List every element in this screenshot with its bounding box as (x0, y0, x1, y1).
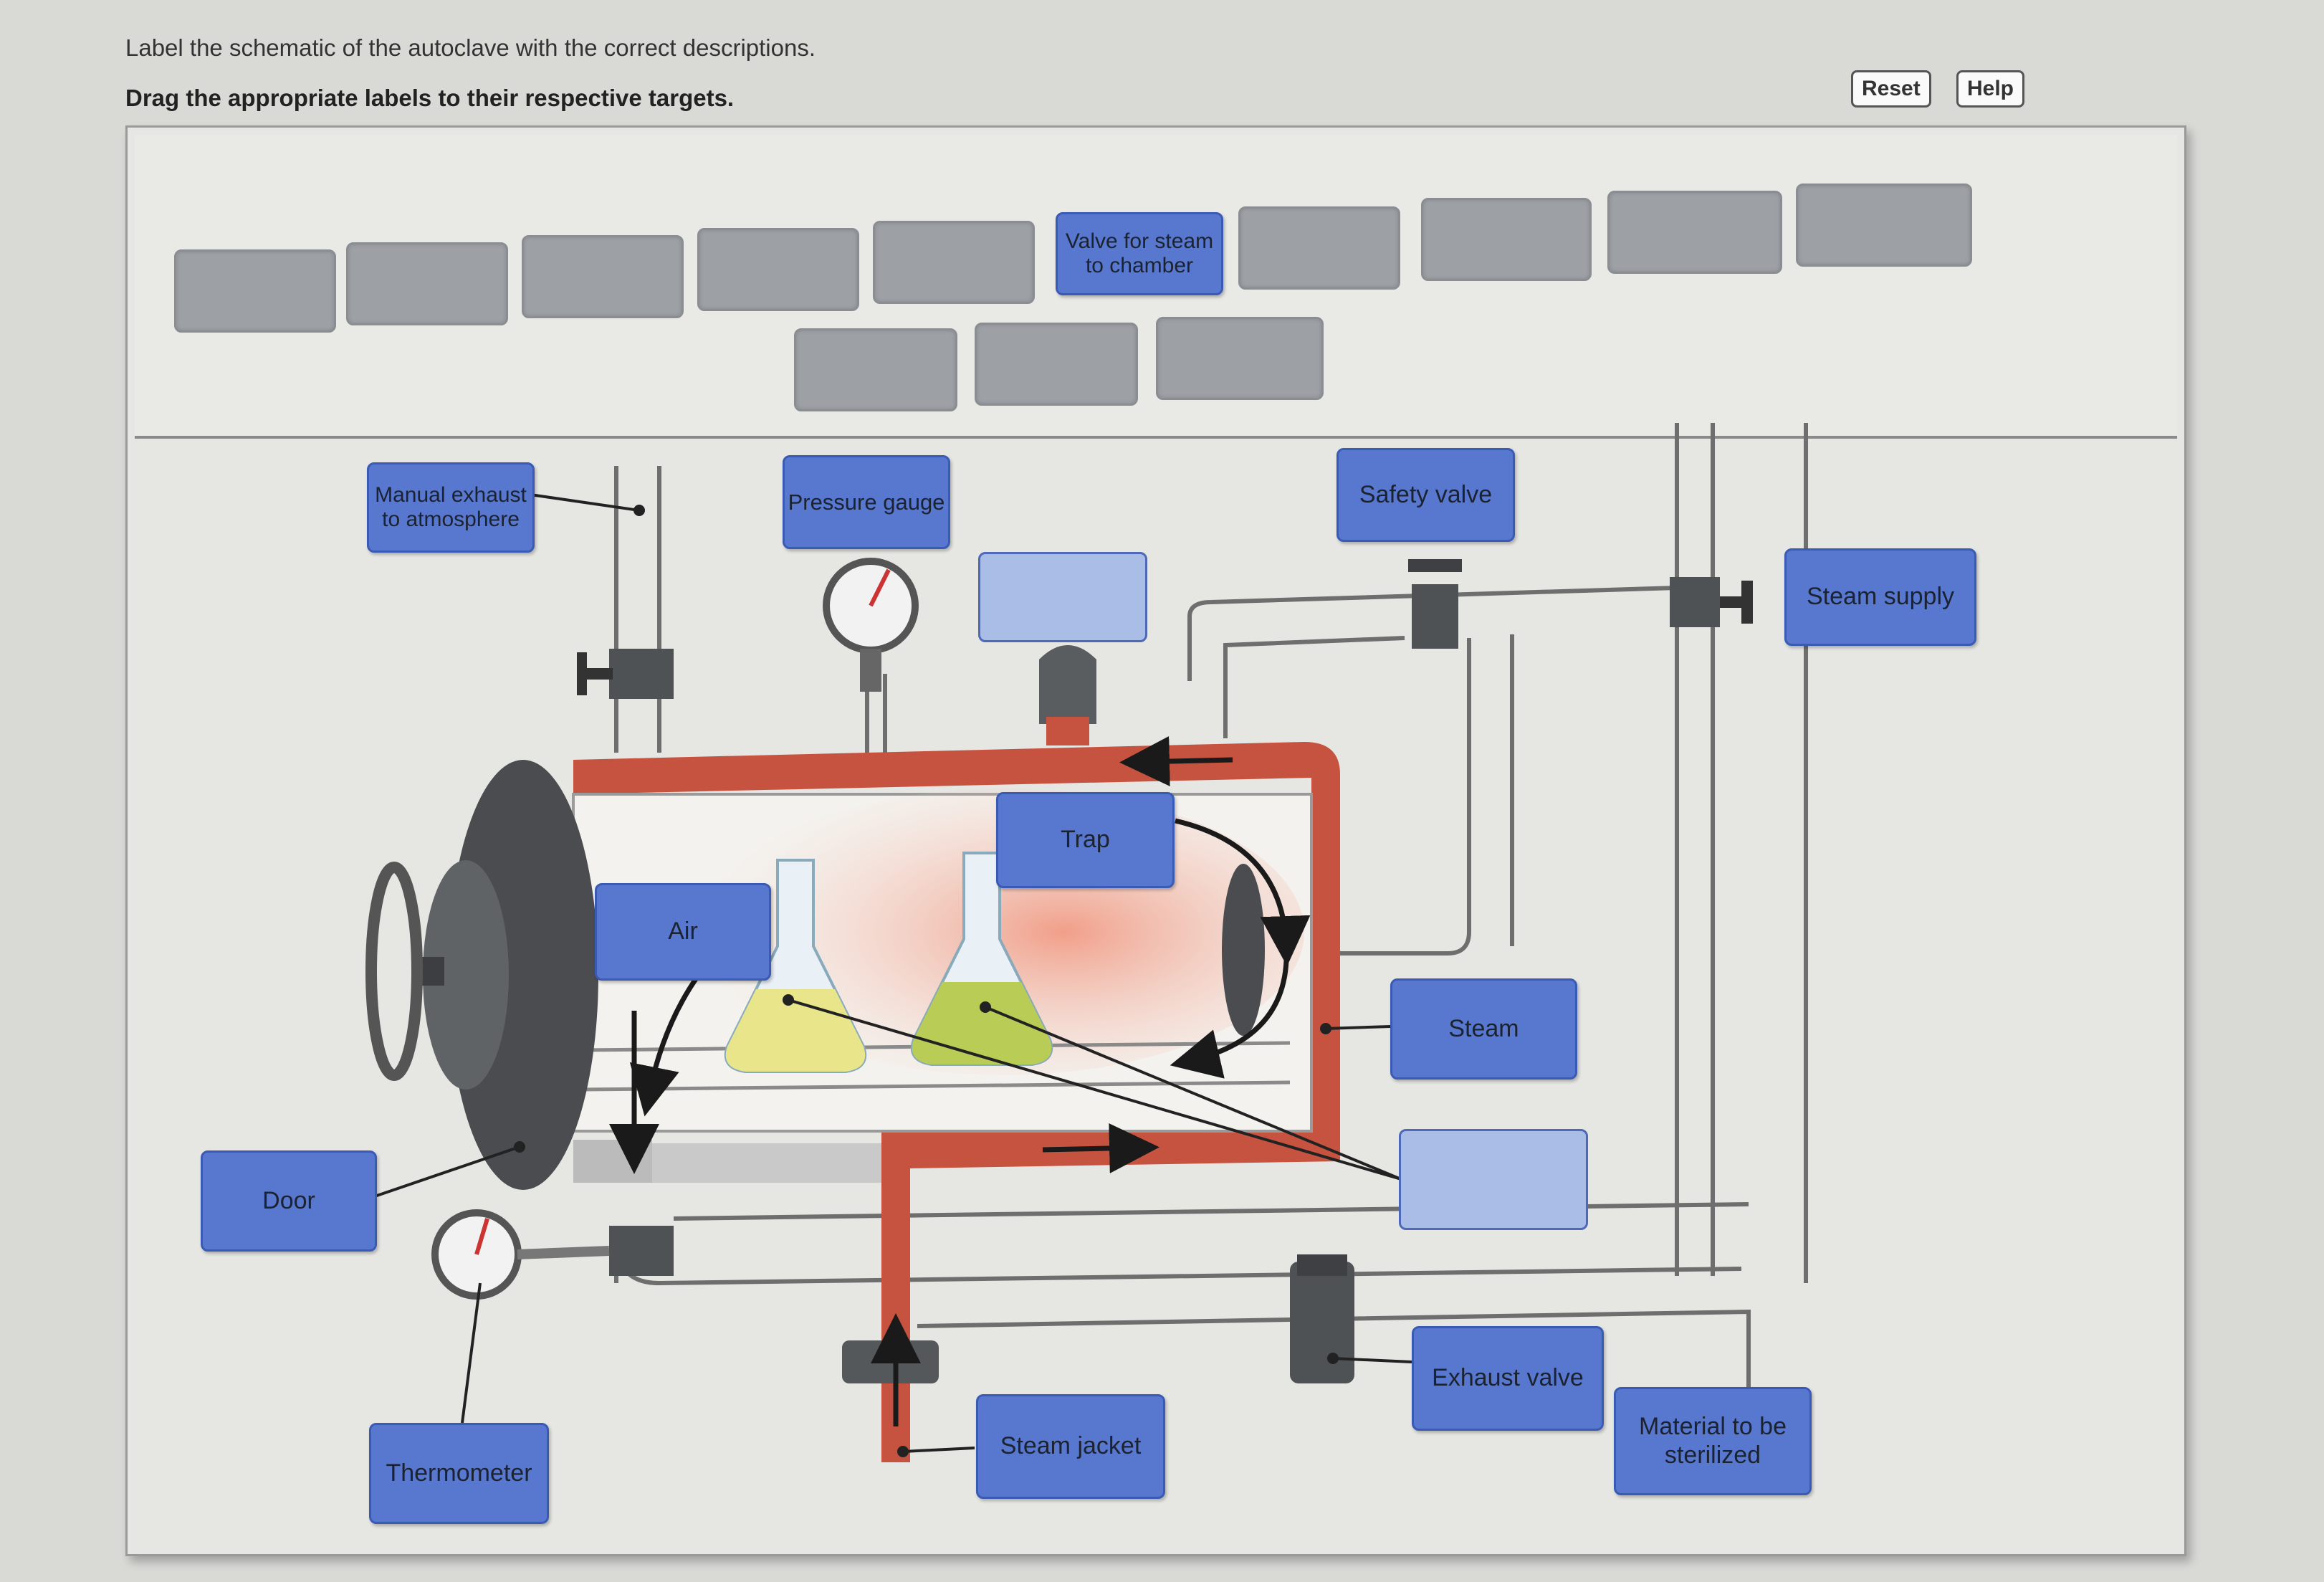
drop-target[interactable] (1399, 1129, 1588, 1230)
label-bank: Valve for steam to chamber (135, 135, 2177, 439)
label-steam[interactable]: Steam (1390, 978, 1577, 1080)
bank-slot (346, 242, 508, 325)
label-valve-for-steam[interactable]: Valve for steam to chamber (1056, 212, 1223, 295)
instruction-line-1: Label the schematic of the autoclave wit… (125, 34, 816, 61)
label-steam-supply[interactable]: Steam supply (1784, 548, 1976, 646)
bank-slot (975, 323, 1138, 406)
label-material[interactable]: Material to be sterilized (1614, 1387, 1812, 1495)
bank-slot (1796, 184, 1972, 267)
door (365, 760, 598, 1190)
label-thermometer[interactable]: Thermometer (369, 1423, 549, 1524)
bank-slot (522, 235, 684, 318)
label-safety-valve[interactable]: Safety valve (1336, 448, 1515, 542)
flasks (724, 852, 1053, 1073)
label-steam-jacket[interactable]: Steam jacket (976, 1394, 1165, 1499)
bank-slot (1607, 191, 1782, 274)
help-button[interactable]: Help (1956, 70, 2025, 108)
reset-button[interactable]: Reset (1851, 70, 1931, 108)
bank-slot (1421, 198, 1592, 281)
label-trap[interactable]: Trap (996, 792, 1175, 888)
instruction-line-2: Drag the appropriate labels to their res… (125, 85, 735, 111)
flow-arrows (609, 736, 1311, 1426)
valves-and-gauges (431, 558, 1753, 1383)
bank-slot (1238, 206, 1400, 290)
leader-lines (372, 493, 1412, 1457)
label-exhaust-valve[interactable]: Exhaust valve (1412, 1326, 1604, 1431)
label-door[interactable]: Door (201, 1150, 377, 1252)
bank-slot (1156, 317, 1324, 400)
bank-slot (697, 228, 859, 311)
drop-target[interactable] (978, 552, 1147, 642)
label-pressure-gauge[interactable]: Pressure gauge (783, 455, 950, 549)
bank-slot (794, 328, 957, 411)
label-air[interactable]: Air (595, 883, 771, 981)
bank-slot (174, 249, 336, 333)
label-manual-exhaust[interactable]: Manual exhaust to atmosphere (367, 462, 535, 553)
bank-slot (873, 221, 1035, 304)
